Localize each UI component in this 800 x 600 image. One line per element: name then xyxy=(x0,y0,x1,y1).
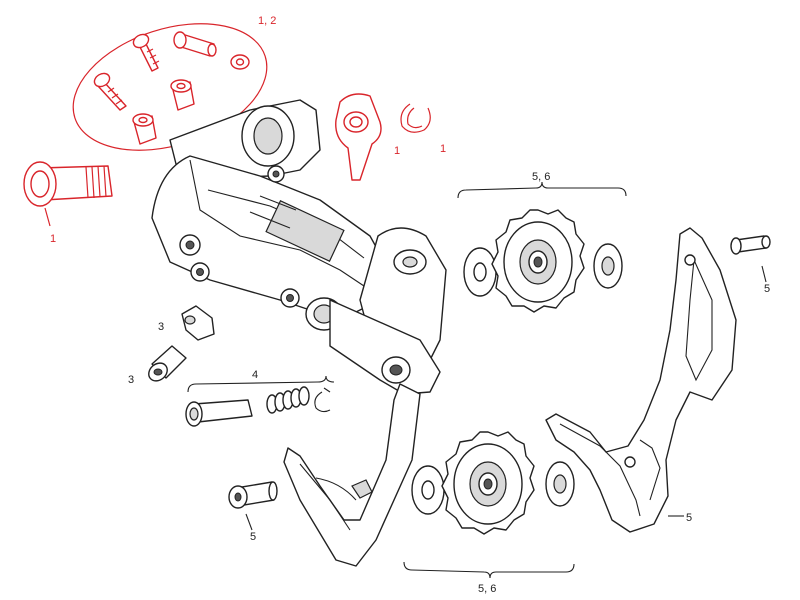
callout-cage-pin-left: 5 xyxy=(250,531,256,543)
callout-cage-stop-upper: 3 xyxy=(158,321,164,333)
outer-cage-plate xyxy=(283,383,421,567)
callout-inner-cage: 5 xyxy=(686,512,692,524)
callout-clip-ring: 1 xyxy=(440,143,446,155)
callout-cable-guide: 1 xyxy=(394,145,400,157)
spring-kit-bracket xyxy=(187,375,335,393)
callout-group-screws: 1, 2 xyxy=(258,15,276,27)
highlighted-hardware-group: 1, 2 1 1 1 xyxy=(23,15,446,245)
spring-kit xyxy=(185,375,335,427)
lower-pulley-bracket xyxy=(403,561,575,579)
clip-ring xyxy=(400,103,431,133)
cage-stop-upper xyxy=(181,305,215,341)
lower-jockey-wheel xyxy=(441,431,535,535)
cable-guide xyxy=(335,93,382,181)
callout-cage-pin-right: 5 xyxy=(764,283,770,295)
cage-pin-left xyxy=(228,481,278,531)
inner-cage-plate xyxy=(545,227,737,533)
callout-upper-pulley: 5, 6 xyxy=(532,171,550,183)
upper-pulley-bracket xyxy=(457,181,627,199)
cage-pin-right xyxy=(730,235,771,283)
callout-spring-kit: 4 xyxy=(252,369,258,381)
callout-lower-pulley: 5, 6 xyxy=(478,583,496,595)
callout-cage-stop-lower: 3 xyxy=(128,374,134,386)
cage-stop-lower xyxy=(148,345,187,382)
long-pin xyxy=(173,31,217,57)
upper-jockey-wheel xyxy=(491,209,585,313)
barrel-nut-upper xyxy=(170,79,195,111)
callout-bolt-left: 1 xyxy=(50,233,56,245)
lower-pulley-assembly xyxy=(403,431,575,579)
small-nut xyxy=(230,54,250,70)
mounting-bolt xyxy=(23,161,113,227)
left-screw xyxy=(93,72,127,111)
barrel-nut-lower xyxy=(132,113,157,145)
upper-screw xyxy=(132,33,160,72)
derailleur-body xyxy=(151,99,447,395)
upper-pulley-assembly xyxy=(457,181,627,313)
